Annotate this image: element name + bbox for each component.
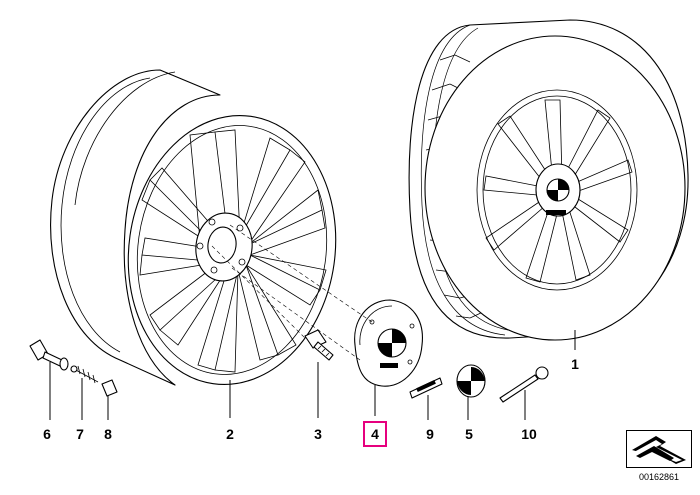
arrow-reference-icon [626,430,692,468]
callout-3[interactable]: 3 [314,426,322,442]
wheel-bolt-drawing[interactable] [304,329,334,361]
callout-1[interactable]: 1 [571,356,579,372]
complete-wheel-drawing[interactable] [408,19,689,341]
removal-tool-drawing[interactable] [499,366,549,403]
callout-9[interactable]: 9 [426,426,434,442]
callout-5[interactable]: 5 [465,426,473,442]
callout-10[interactable]: 10 [521,426,537,442]
emblem-drawing[interactable] [456,364,486,398]
callout-6[interactable]: 6 [43,426,51,442]
callout-7[interactable]: 7 [76,426,84,442]
reference-number: 00162861 [638,472,680,482]
callout-2[interactable]: 2 [226,426,234,442]
hub-cover-drawing[interactable] [354,299,423,387]
rim-drawing[interactable] [50,69,353,398]
valve-drawing[interactable] [29,339,69,371]
leader-lines [49,224,576,420]
callout-4-highlighted[interactable]: 4 [363,421,387,447]
valve-cap-drawing[interactable] [101,379,118,397]
badge-drawing[interactable] [409,377,443,399]
callout-8[interactable]: 8 [104,426,112,442]
valve-core-drawing[interactable] [70,365,99,384]
